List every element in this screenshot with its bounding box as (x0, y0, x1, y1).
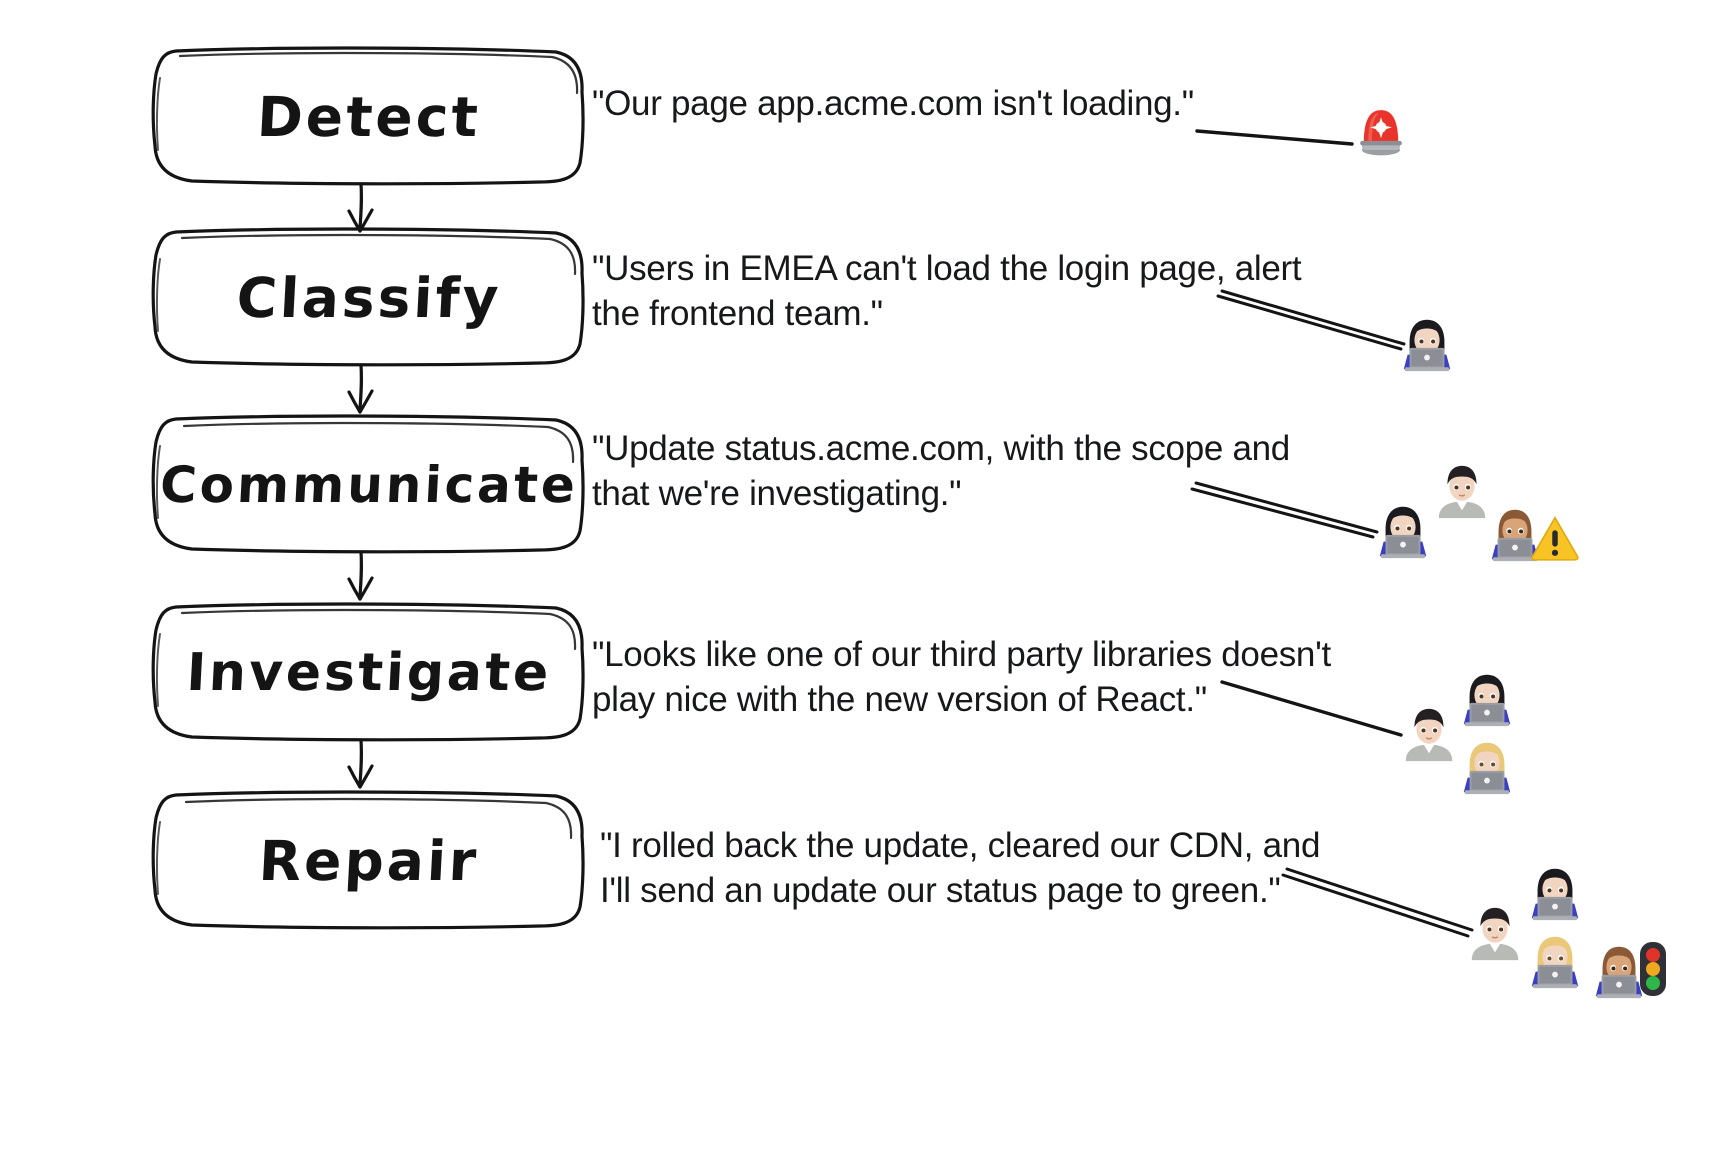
node-label-repair[interactable]: Repair (257, 829, 481, 893)
woman-technologist-dark-hair-icon (1456, 668, 1518, 730)
person-office-worker-light-icon (1398, 703, 1460, 765)
annotation-communicate: "Update status.acme.com, with the scope … (592, 429, 1290, 513)
traffic-light-icon (1636, 940, 1670, 998)
woman-technologist-blonde-icon (1456, 736, 1518, 798)
man-technologist-brown-hair-icon (1588, 940, 1650, 1002)
annotation-classify: "Users in EMEA can't load the login page… (592, 249, 1302, 333)
woman-technologist-blonde-icon (1524, 930, 1586, 992)
woman-technologist-dark-hair-icon (1372, 500, 1434, 562)
siren-icon (1352, 101, 1410, 159)
man-technologist-brown-hair-icon (1484, 503, 1546, 565)
leader-line-detect (1195, 129, 1354, 146)
node-label-detect[interactable]: Detect (255, 85, 483, 149)
annotation-investigate: "Looks like one of our third party libra… (592, 635, 1331, 719)
connector-communicate-investigate (347, 550, 374, 601)
warning-sign-icon (1530, 513, 1580, 563)
person-office-worker-light-icon (1431, 460, 1493, 522)
node-label-classify[interactable]: Classify (235, 266, 503, 330)
annotation-repair: "I rolled back the update, cleared our C… (600, 826, 1321, 910)
connector-classify-communicate (347, 363, 374, 414)
woman-technologist-dark-hair-icon (1524, 862, 1586, 924)
node-label-communicate[interactable]: Communicate (158, 456, 580, 514)
annotation-detect: "Our page app.acme.com isn't loading." (592, 84, 1194, 123)
node-label-investigate[interactable]: Investigate (185, 643, 553, 703)
connector-investigate-repair (347, 738, 374, 789)
connector-detect-classify (347, 182, 374, 233)
person-office-worker-light-icon (1464, 902, 1526, 964)
woman-technologist-dark-hair-icon (1396, 313, 1458, 375)
